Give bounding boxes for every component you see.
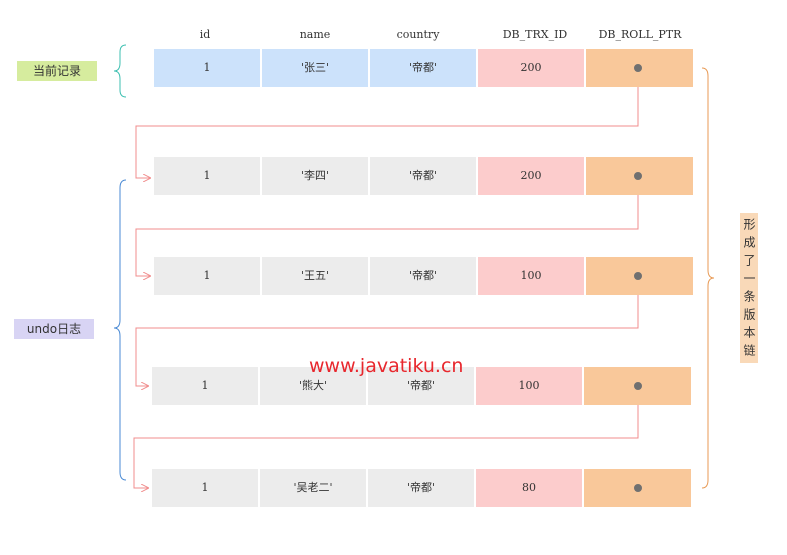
header-name: name xyxy=(299,28,331,41)
cell-id: 1 xyxy=(154,157,260,195)
cell-name: '张三' xyxy=(262,49,368,87)
table-row-current: 1 '张三' '帝都' 200 xyxy=(154,49,694,87)
chain-arrow-3 xyxy=(135,276,639,386)
cell-id: 1 xyxy=(152,469,258,507)
chain-arrow-2 xyxy=(135,178,639,276)
watermark: www.javatiku.cn xyxy=(309,355,464,377)
header-db-trx-id: DB_TRX_ID xyxy=(502,28,568,41)
cell-name: '李四' xyxy=(262,157,368,195)
version-chain-bracket xyxy=(701,67,715,489)
table-row-undo: 1 '吴老二' '帝都' 80 xyxy=(152,469,692,507)
pointer-dot-icon xyxy=(634,484,642,492)
current-record-label: 当前记录 xyxy=(17,61,97,81)
cell-id: 1 xyxy=(154,49,260,87)
pointer-dot-icon xyxy=(634,382,642,390)
pointer-dot-icon xyxy=(634,64,642,72)
cell-trx-id: 100 xyxy=(478,257,584,295)
cell-trx-id: 200 xyxy=(478,157,584,195)
cell-name: '王五' xyxy=(262,257,368,295)
cell-country: '帝都' xyxy=(368,367,474,405)
header-country: country xyxy=(396,28,440,41)
cell-country: '帝都' xyxy=(370,49,476,87)
chain-arrow-1 xyxy=(135,72,639,178)
pointer-dot-icon xyxy=(634,172,642,180)
undo-log-bracket xyxy=(113,179,127,481)
cell-roll-ptr xyxy=(586,49,693,87)
cell-trx-id: 80 xyxy=(476,469,582,507)
table-row-undo: 1 '王五' '帝都' 100 xyxy=(154,257,694,295)
cell-roll-ptr xyxy=(584,367,691,405)
header-db-roll-ptr: DB_ROLL_PTR xyxy=(598,28,682,41)
header-id: id xyxy=(199,28,211,41)
cell-name: '熊大' xyxy=(260,367,366,405)
chain-arrow-4 xyxy=(133,388,639,488)
table-row-undo: 1 '李四' '帝都' 200 xyxy=(154,157,694,195)
pointer-dot-icon xyxy=(634,272,642,280)
undo-log-label: undo日志 xyxy=(14,319,94,339)
cell-id: 1 xyxy=(154,257,260,295)
cell-roll-ptr xyxy=(586,257,693,295)
table-row-undo: 1 '熊大' '帝都' 100 xyxy=(152,367,692,405)
cell-country: '帝都' xyxy=(370,257,476,295)
cell-name: '吴老二' xyxy=(260,469,366,507)
cell-country: '帝都' xyxy=(368,469,474,507)
version-chain-label: 形成了一条版本链 xyxy=(740,213,758,363)
cell-roll-ptr xyxy=(586,157,693,195)
cell-id: 1 xyxy=(152,367,258,405)
cell-trx-id: 200 xyxy=(478,49,584,87)
cell-roll-ptr xyxy=(584,469,691,507)
cell-trx-id: 100 xyxy=(476,367,582,405)
current-record-bracket xyxy=(113,44,127,98)
cell-country: '帝都' xyxy=(370,157,476,195)
